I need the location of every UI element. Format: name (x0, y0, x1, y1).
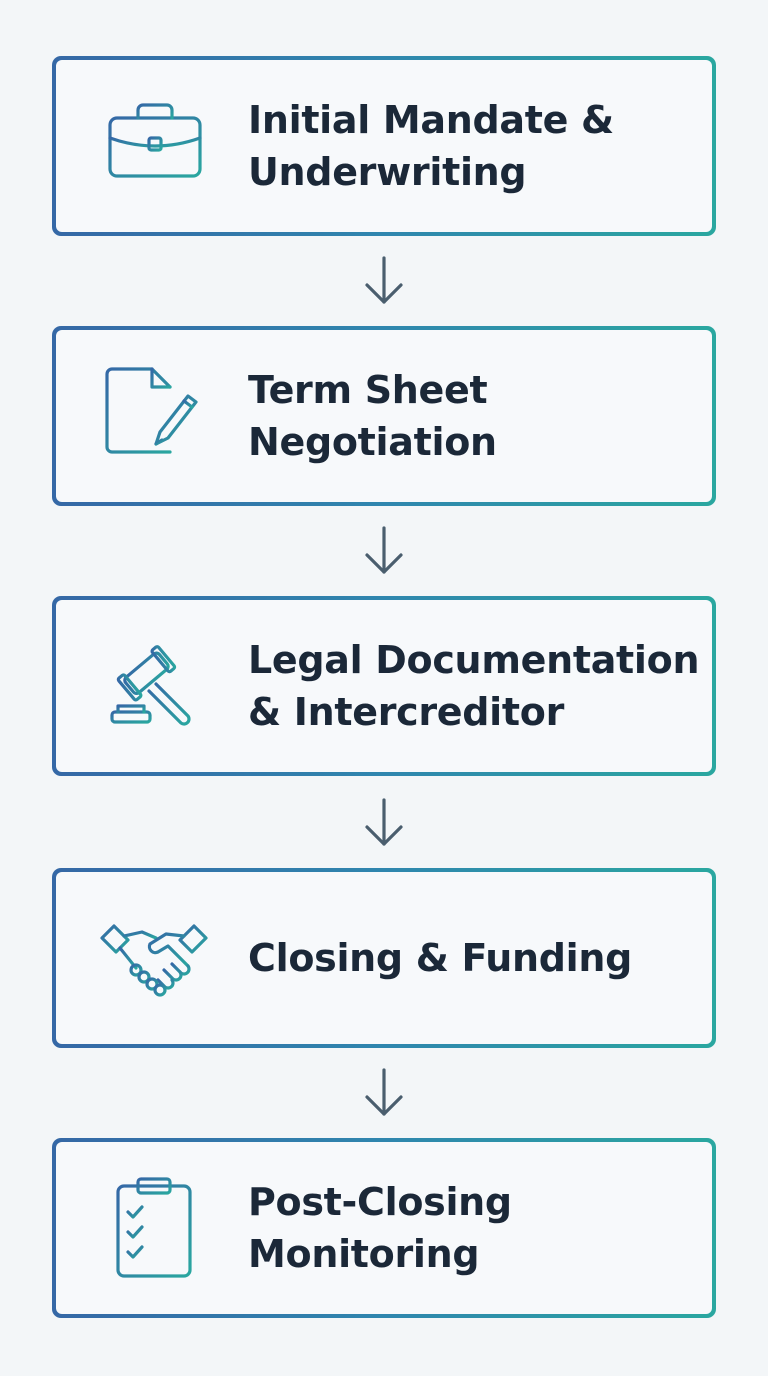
handshake-icon (100, 904, 208, 1012)
step-initial-mandate: Initial Mandate & Underwriting (52, 56, 716, 236)
down-arrow-icon (362, 1066, 406, 1120)
down-arrow-icon (362, 254, 406, 308)
step-term-sheet: Term Sheet Negotiation (52, 326, 716, 506)
gavel-icon (100, 632, 208, 740)
step-label-line: Post-Closing (248, 1180, 512, 1224)
step-label: Closing & Funding (248, 932, 708, 984)
step-label-line: & Intercreditor (248, 690, 565, 734)
step-label: Post-Closing Monitoring (248, 1176, 708, 1280)
clipboard-checklist-icon (100, 1174, 208, 1282)
step-label-line: Closing & Funding (248, 936, 633, 980)
down-arrow-icon (362, 796, 406, 850)
step-label: Term Sheet Negotiation (248, 364, 708, 468)
step-label-line: Negotiation (248, 420, 497, 464)
step-label: Legal Documentation & Intercreditor (248, 634, 708, 738)
step-legal-documentation: Legal Documentation & Intercreditor (52, 596, 716, 776)
step-label-line: Underwriting (248, 150, 527, 194)
briefcase-icon (100, 92, 208, 200)
step-label-line: Term Sheet (248, 368, 488, 412)
step-label-line: Monitoring (248, 1232, 480, 1276)
step-closing-funding: Closing & Funding (52, 868, 716, 1048)
step-label: Initial Mandate & Underwriting (248, 94, 708, 198)
step-post-closing: Post-Closing Monitoring (52, 1138, 716, 1318)
step-label-line: Initial Mandate & (248, 98, 614, 142)
step-label-line: Legal Documentation (248, 638, 700, 682)
down-arrow-icon (362, 524, 406, 578)
document-pen-icon (100, 362, 208, 470)
